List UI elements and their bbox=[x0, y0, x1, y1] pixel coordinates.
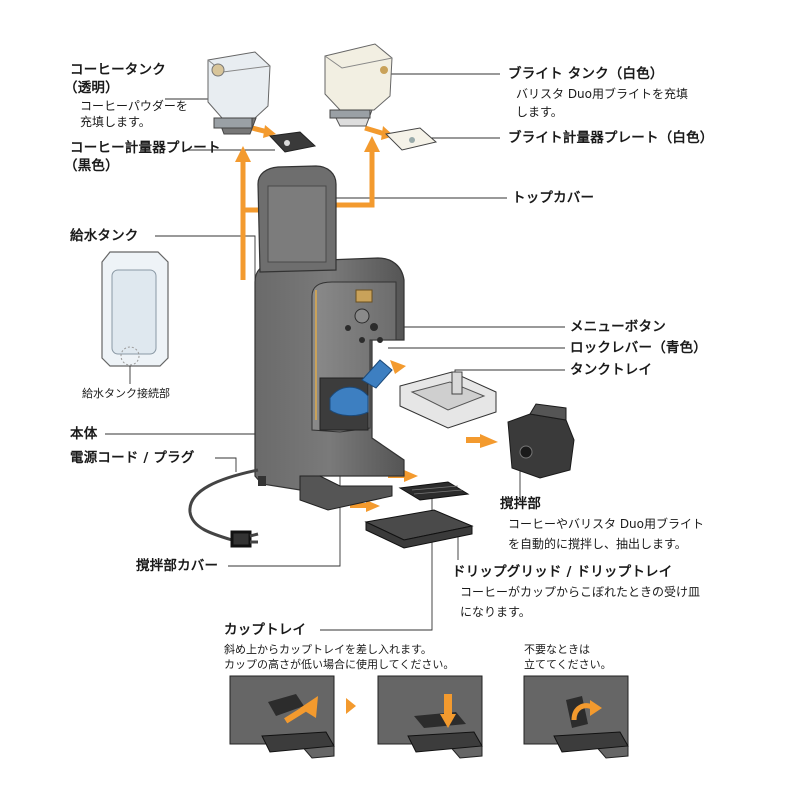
unused-note-1: 不要なときは bbox=[524, 643, 590, 656]
water-tank-joint-label: 給水タンク接続部 bbox=[82, 387, 170, 400]
menu-button-label: メニューボタン bbox=[570, 319, 666, 335]
power-cord-illustration bbox=[188, 468, 259, 548]
bright-plate-illustration bbox=[384, 127, 438, 151]
coffee-tank-sub-label: （透明） bbox=[64, 80, 119, 96]
coffee-tank-label: コーヒータンク bbox=[70, 62, 166, 78]
drip-desc-1: コーヒーがカップからこぼれたときの受け皿 bbox=[460, 585, 701, 599]
water-tank-label: 給水タンク bbox=[70, 228, 139, 244]
mixer-cover-label: 撹拌部カバー bbox=[136, 558, 219, 574]
mixer-illustration bbox=[507, 403, 575, 479]
cup-tray-label: カップトレイ bbox=[224, 622, 307, 638]
bright-tank-desc-2: します。 bbox=[516, 105, 563, 119]
coffee-plate-sub-label: （黒色） bbox=[64, 158, 119, 174]
bright-tank-desc-1: バリスタ Duo用ブライトを充填 bbox=[516, 87, 689, 101]
cup-tray-step-1 bbox=[229, 675, 335, 759]
lock-lever-label: ロックレバー（青色） bbox=[570, 340, 707, 356]
coffee-plate-label: コーヒー計量器プレート bbox=[70, 140, 221, 156]
cup-tray-step-2 bbox=[377, 675, 483, 759]
drip-grid-illustration bbox=[398, 481, 470, 501]
drip-tray-illustration bbox=[364, 509, 474, 549]
cup-tray-desc-2: カップの高さが低い場合に使用してください。 bbox=[224, 658, 455, 671]
bright-tank-illustration bbox=[324, 43, 393, 127]
cup-tray-step-3 bbox=[523, 675, 629, 759]
body-label: 本体 bbox=[70, 426, 98, 442]
water-tank-illustration bbox=[101, 251, 169, 384]
coffee-tank-desc-1: コーヒーパウダーを bbox=[80, 99, 188, 113]
coffee-plate-illustration bbox=[268, 131, 317, 153]
bright-tank-label: ブライト タンク（白色） bbox=[508, 66, 664, 82]
coffee-tank-illustration bbox=[207, 51, 271, 135]
machine-body bbox=[254, 165, 405, 511]
coffee-tank-desc-2: 充填します。 bbox=[80, 115, 151, 129]
mixer-desc-2: を自動的に撹拌し、抽出します。 bbox=[508, 537, 687, 551]
power-cord-label: 電源コード / プラグ bbox=[70, 450, 195, 466]
tank-tray-illustration bbox=[399, 371, 497, 429]
mixer-label: 撹拌部 bbox=[500, 496, 542, 512]
step-arrow-1 bbox=[346, 698, 356, 714]
top-cover-label: トップカバー bbox=[512, 190, 595, 206]
unused-note-2: 立ててください。 bbox=[524, 658, 612, 671]
mixer-desc-1: コーヒーやバリスタ Duo用ブライト bbox=[508, 517, 705, 531]
drip-desc-2: になります。 bbox=[460, 605, 531, 619]
bright-plate-label: ブライト計量器プレート（白色） bbox=[508, 130, 714, 146]
drip-label: ドリップグリッド / ドリップトレイ bbox=[452, 564, 673, 580]
cup-tray-desc-1: 斜め上からカップトレイを差し入れます。 bbox=[224, 643, 432, 656]
tank-tray-label: タンクトレイ bbox=[570, 362, 653, 378]
